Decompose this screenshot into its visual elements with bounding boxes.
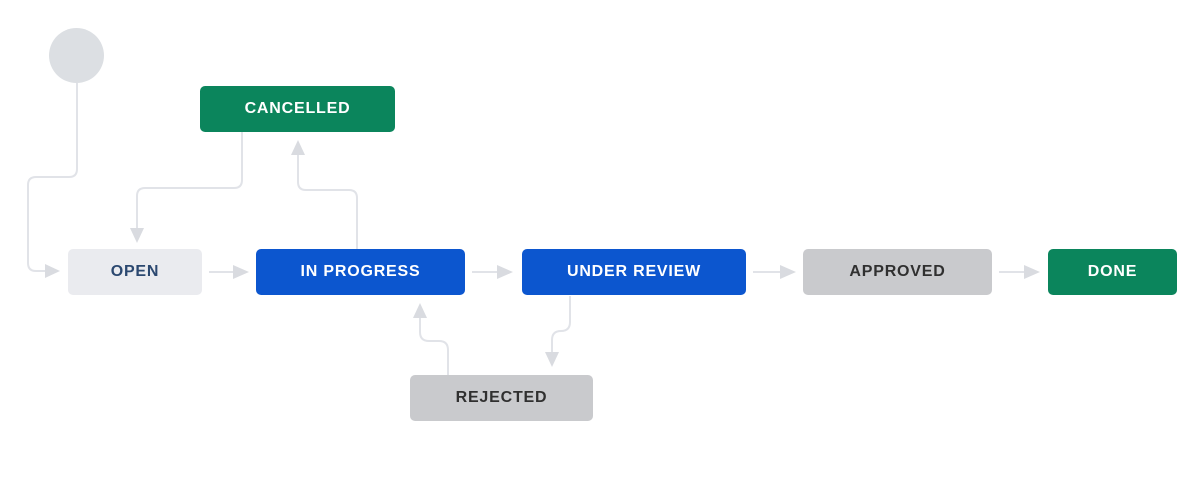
status-under-review[interactable]: UNDER REVIEW: [522, 249, 746, 295]
arrowhead-icon: [497, 265, 513, 279]
edge-under-review-to-approved: [753, 265, 796, 279]
edge-open-to-in-progress: [209, 265, 249, 279]
arrowhead-icon: [545, 352, 559, 367]
arrowhead-icon: [291, 140, 305, 155]
edge-approved-to-done: [999, 265, 1040, 279]
status-label: CANCELLED: [244, 100, 351, 117]
status-open[interactable]: OPEN: [68, 249, 202, 295]
status-label: REJECTED: [455, 389, 548, 406]
status-rejected[interactable]: REJECTED: [410, 375, 593, 421]
arrowhead-icon: [233, 265, 249, 279]
status-in-progress[interactable]: IN PROGRESS: [256, 249, 465, 295]
edge-in-progress-to-cancelled: [291, 140, 358, 249]
status-done[interactable]: DONE: [1048, 249, 1177, 295]
arrowhead-icon: [780, 265, 796, 279]
edge-cancelled-to-open: [130, 132, 243, 243]
status-label: OPEN: [110, 263, 160, 280]
status-approved[interactable]: APPROVED: [803, 249, 992, 295]
status-label: DONE: [1087, 263, 1138, 280]
edge-under-review-to-rejected: [545, 296, 571, 367]
arrowhead-icon: [1024, 265, 1040, 279]
status-label: IN PROGRESS: [300, 263, 421, 280]
start-node: [49, 28, 104, 83]
arrowhead-icon: [45, 264, 60, 278]
arrowhead-icon: [130, 228, 144, 243]
status-label: APPROVED: [849, 263, 946, 280]
arrowhead-icon: [413, 303, 427, 318]
edge-in-progress-to-under-review: [472, 265, 513, 279]
status-label: UNDER REVIEW: [566, 263, 702, 280]
edge-start-to-open: [27, 83, 78, 278]
status-cancelled[interactable]: CANCELLED: [200, 86, 395, 132]
edge-rejected-to-in-progress: [413, 303, 449, 375]
